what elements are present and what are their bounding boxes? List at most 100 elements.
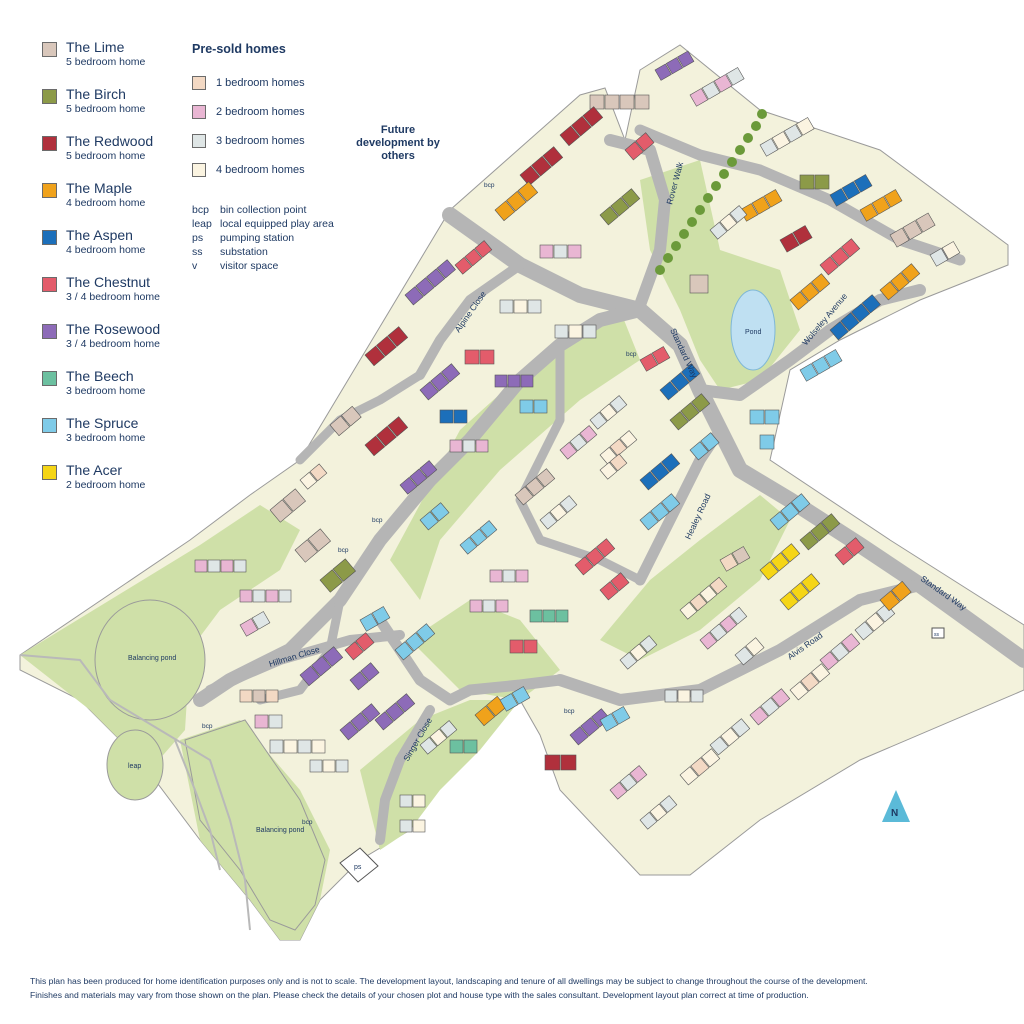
legend-swatch xyxy=(42,324,57,339)
house-plot xyxy=(719,213,738,232)
house-plot xyxy=(536,468,556,488)
house-plot xyxy=(791,493,811,513)
legend-swatch xyxy=(42,136,57,151)
house-plot xyxy=(387,416,409,437)
alvis-road xyxy=(554,579,926,706)
house-plot xyxy=(841,633,861,653)
house-plot xyxy=(419,511,439,531)
house-plot xyxy=(853,174,873,193)
house-plot xyxy=(523,639,538,654)
abbreviation-row: v visitor space xyxy=(192,259,334,273)
house-plot xyxy=(841,181,861,200)
presold-label: 4 bedroom homes xyxy=(216,163,305,176)
house-plot xyxy=(745,637,765,657)
house-plot xyxy=(349,671,369,691)
house-plot xyxy=(567,244,582,259)
house-plot xyxy=(569,433,588,452)
house-plot xyxy=(731,546,751,565)
house-plot xyxy=(299,471,318,490)
house-plot xyxy=(635,132,655,152)
house-plot xyxy=(531,155,552,177)
house-plot xyxy=(902,220,923,241)
legend-house-name: The Acer xyxy=(66,462,123,478)
feature-labels: Pond Balancing pond leap Balancing pond xyxy=(128,329,761,834)
legend-house-name: The Birch xyxy=(66,86,126,102)
house-plot xyxy=(760,697,780,717)
legend-house-desc: 3 / 4 bedroom home xyxy=(66,291,160,303)
house-plot xyxy=(559,125,581,147)
house-plot xyxy=(419,381,439,401)
house-plot xyxy=(350,712,370,732)
house-plot xyxy=(494,374,508,388)
leap-label: leap xyxy=(128,763,141,770)
house-plot xyxy=(462,439,476,453)
house-plot xyxy=(371,606,391,625)
house-plot xyxy=(792,225,813,246)
house-plot xyxy=(542,609,556,623)
house-plot xyxy=(399,819,413,833)
house-plot xyxy=(719,615,738,633)
abbreviation-value: visitor space xyxy=(220,260,279,272)
house-plot xyxy=(482,599,496,613)
legend-house-desc: 4 bedroom home xyxy=(66,244,146,256)
house-plot xyxy=(495,599,509,613)
house-plot xyxy=(555,609,569,623)
house-plot xyxy=(322,646,344,667)
house-plot xyxy=(412,819,426,833)
house-plot xyxy=(582,106,604,127)
house-plot xyxy=(701,748,721,768)
house-plot xyxy=(269,499,293,523)
abbreviation-key: v xyxy=(192,260,198,272)
house-plot xyxy=(871,196,891,215)
house-plot xyxy=(799,174,815,190)
house-plot xyxy=(629,643,648,662)
tree-belt xyxy=(655,109,767,275)
house-plot xyxy=(574,556,594,576)
house-plot xyxy=(569,726,589,746)
house-plot xyxy=(639,635,658,653)
legend-house-desc: 3 bedroom home xyxy=(66,385,146,397)
abbreviation-key: leap xyxy=(192,218,212,230)
substation-label: ss xyxy=(934,632,940,638)
house-plot xyxy=(659,795,678,813)
house-plot xyxy=(282,488,306,512)
house-plot xyxy=(252,589,266,603)
svg-text:bcp: bcp xyxy=(372,517,383,524)
svg-text:bcp: bcp xyxy=(484,182,495,189)
house-plot xyxy=(269,739,284,754)
house-plot xyxy=(619,94,635,110)
pumping-station-label: ps xyxy=(354,864,362,871)
house-plot xyxy=(311,739,326,754)
presold-swatch xyxy=(192,133,206,148)
house-plot xyxy=(449,439,463,453)
house-plot xyxy=(865,612,885,632)
house-plot xyxy=(840,312,860,332)
house-plot xyxy=(650,462,670,482)
house-plot xyxy=(764,409,780,425)
house-plot xyxy=(890,272,910,292)
house-plot xyxy=(619,430,638,448)
house-plot xyxy=(341,405,362,427)
house-plot xyxy=(239,689,253,703)
house-plot xyxy=(469,528,488,547)
north-west-road xyxy=(295,370,425,465)
pond xyxy=(730,289,776,371)
house-plot xyxy=(599,581,619,601)
house-plot xyxy=(436,259,456,279)
house-plot xyxy=(789,291,809,311)
presold-label: 2 bedroom homes xyxy=(216,105,305,118)
house-plot xyxy=(699,585,718,603)
house-plot xyxy=(514,486,534,506)
house-plot xyxy=(533,399,548,414)
legend-swatch xyxy=(42,230,57,245)
house-plot xyxy=(396,693,416,713)
house-plot xyxy=(509,639,524,654)
house-plot xyxy=(611,706,631,725)
